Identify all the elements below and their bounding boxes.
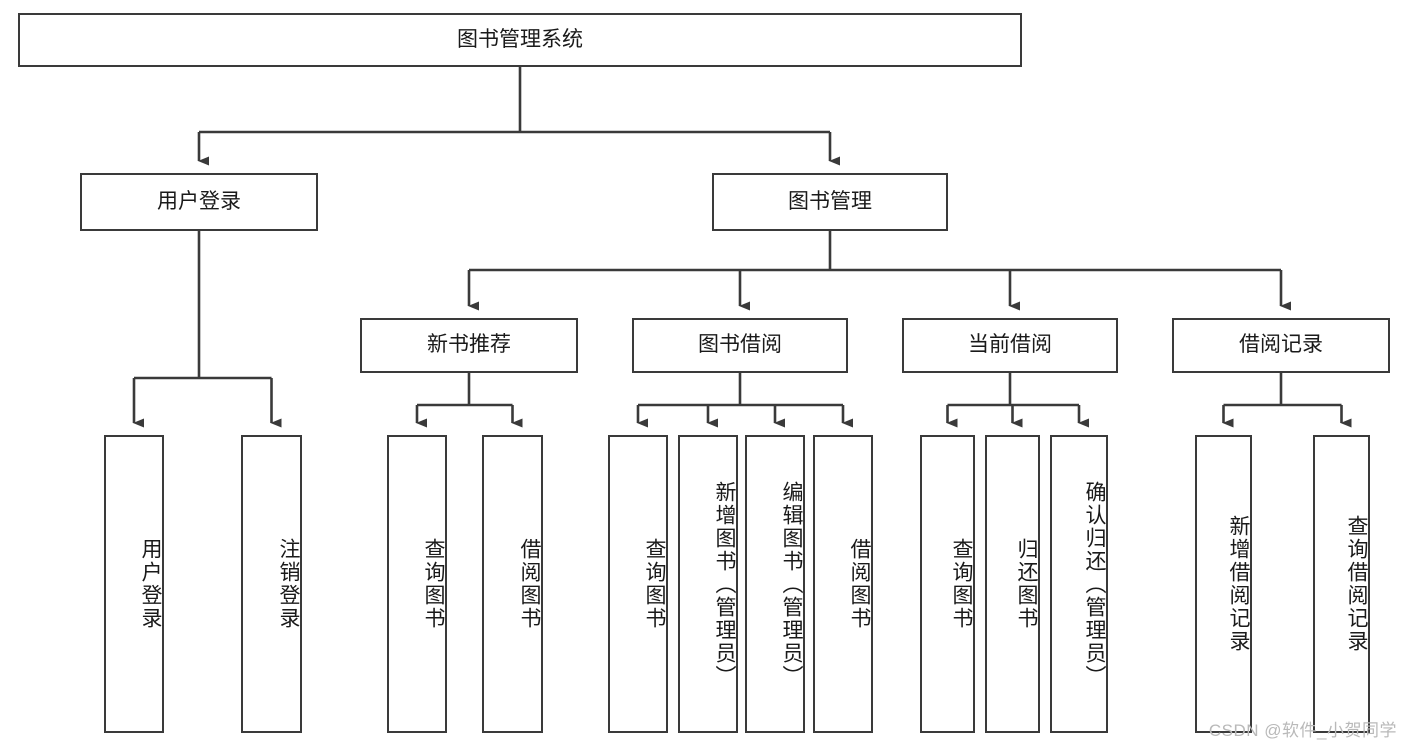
node-label: 用户登录 [139,538,162,630]
node-leaf-borrow-book[interactable]: 借阅图书 [813,435,873,733]
node-label: 图书借阅 [698,333,782,357]
node-leaf-borrow-book-rec[interactable]: 借阅图书 [482,435,543,733]
node-label: 用户登录 [157,189,241,213]
node-label: 查询图书 [643,538,666,630]
node-leaf-return-book[interactable]: 归还图书 [985,435,1040,733]
node-label: 新书推荐 [427,333,511,357]
node-leaf-query-book-borrow[interactable]: 查询图书 [608,435,668,733]
node-root[interactable]: 图书管理系统 [18,13,1022,67]
node-leaf-user-logout[interactable]: 注销登录 [241,435,302,733]
node-leaf-query-book-rec[interactable]: 查询图书 [387,435,447,733]
node-label: 编辑图书（管理员） [780,480,803,688]
node-label: 新增借阅记录 [1227,515,1250,653]
node-book-manage[interactable]: 图书管理 [712,173,948,231]
node-label: 注销登录 [277,538,300,630]
watermark-label: CSDN @软件_小贺同学 [1208,721,1397,740]
node-borrow-record[interactable]: 借阅记录 [1172,318,1390,373]
node-label: 借阅记录 [1239,333,1323,357]
node-label: 新增图书（管理员） [713,480,736,688]
node-leaf-edit-book[interactable]: 编辑图书（管理员） [745,435,805,733]
node-user-login[interactable]: 用户登录 [80,173,318,231]
node-label: 当前借阅 [968,333,1052,357]
node-new-book-rec[interactable]: 新书推荐 [360,318,578,373]
node-leaf-user-login[interactable]: 用户登录 [104,435,164,733]
node-label: 图书管理系统 [457,27,583,51]
node-leaf-confirm-return[interactable]: 确认归还（管理员） [1050,435,1108,733]
node-label: 查询图书 [422,538,445,630]
node-label: 借阅图书 [518,538,541,630]
node-book-borrow[interactable]: 图书借阅 [632,318,848,373]
node-label: 查询借阅记录 [1345,515,1368,653]
node-label: 图书管理 [788,189,872,213]
node-leaf-query-borrow-record[interactable]: 查询借阅记录 [1313,435,1370,733]
node-leaf-add-book[interactable]: 新增图书（管理员） [678,435,738,733]
node-current-borrow[interactable]: 当前借阅 [902,318,1118,373]
node-leaf-query-book-current[interactable]: 查询图书 [920,435,975,733]
node-label: 归还图书 [1015,538,1038,630]
node-label: 确认归还（管理员） [1083,480,1106,688]
node-label: 查询图书 [950,538,973,630]
node-leaf-add-borrow-record[interactable]: 新增借阅记录 [1195,435,1252,733]
node-label: 借阅图书 [848,538,871,630]
